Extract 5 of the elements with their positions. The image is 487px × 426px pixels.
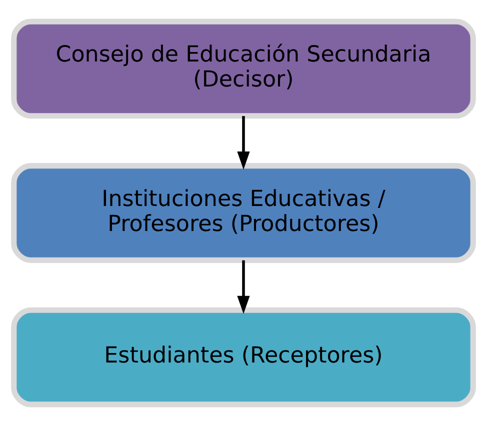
node-box: Estudiantes (Receptores) — [11, 307, 476, 408]
node-box: Instituciones Educativas / Profesores (Productores) — [11, 163, 476, 263]
node-box: Consejo de Educación Secundaria (Decisor) — [11, 18, 476, 119]
arrow — [237, 116, 250, 170]
arrow — [237, 260, 250, 314]
